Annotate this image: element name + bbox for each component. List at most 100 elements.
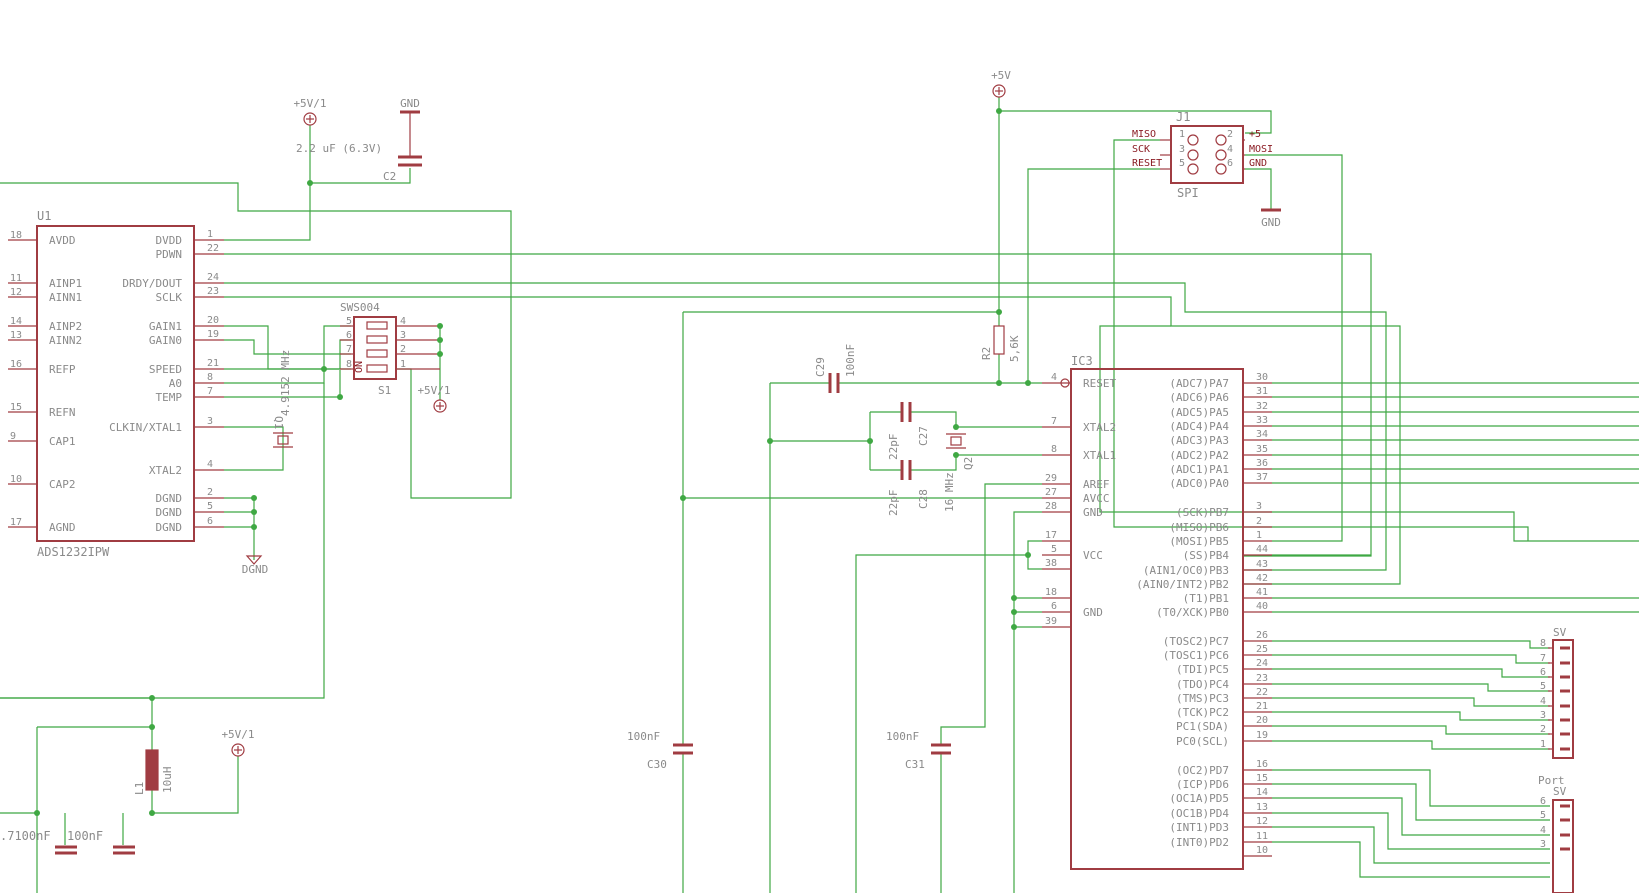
ic3-pin-num-7: 7 xyxy=(1051,416,1057,427)
u1-pin-label-12: AINN1 xyxy=(49,291,82,304)
junction-dot xyxy=(867,438,873,444)
ic3-pin-num-40: 40 xyxy=(1256,601,1268,612)
sv-bottom-pin-num: 3 xyxy=(1540,839,1546,850)
ic3-pin-num-39: 39 xyxy=(1045,616,1057,627)
ic3-pin-num-8: 8 xyxy=(1051,444,1057,455)
u1-pin-label-16: REFP xyxy=(49,363,76,376)
ic3-pin-num-43: 43 xyxy=(1256,559,1268,570)
sv-top-pin-num: 1 xyxy=(1540,739,1546,750)
ic3-pin-num-36: 36 xyxy=(1256,458,1268,469)
junction-dot xyxy=(953,424,959,430)
u1-pin-label-2: DGND xyxy=(156,492,183,505)
u1-pin-label-18: AVDD xyxy=(49,234,76,247)
supply-gnd-top-label: GND xyxy=(400,97,420,110)
supply-p5v-top-symbol xyxy=(992,84,1006,98)
u1-pin-num-18: 18 xyxy=(10,230,22,241)
supply-p5v-top-label: +5V xyxy=(991,69,1011,82)
j1-left-num: 5 xyxy=(1179,158,1185,169)
sv-top-pin-num: 2 xyxy=(1540,724,1546,735)
junctions xyxy=(34,108,1031,816)
ic3-pin-label-36: (ADC1)PA1 xyxy=(1169,463,1229,476)
r2-ref: R2 xyxy=(980,347,993,360)
u1-pin-label-22: PDWN xyxy=(156,248,183,261)
ic3-pin-num-16: 16 xyxy=(1256,759,1268,770)
wire xyxy=(1272,654,1550,664)
wire xyxy=(910,454,1042,471)
wire xyxy=(1272,841,1550,878)
wire xyxy=(1272,740,1550,750)
ic3-pin-num-30: 30 xyxy=(1256,372,1268,383)
s1-switch-3 xyxy=(366,335,388,344)
q2-ref: Q2 xyxy=(962,457,975,470)
wire xyxy=(1272,783,1550,821)
junction-dot xyxy=(437,351,443,357)
j1-left-num: 3 xyxy=(1179,144,1185,155)
j1-left-label: RESET xyxy=(1132,158,1162,169)
ic3-pin-label-35: (ADC2)PA2 xyxy=(1169,449,1229,462)
ic3-pin-label-20: PC1(SDA) xyxy=(1176,720,1229,733)
junction-dot xyxy=(307,180,313,186)
ic3-pin-num-25: 25 xyxy=(1256,644,1268,655)
s1-left-num: 6 xyxy=(346,330,352,341)
ic3-pin-label-37: (ADC0)PA0 xyxy=(1169,477,1229,490)
sv-top-pin-num: 5 xyxy=(1540,681,1546,692)
ic3-pin-label-27: AVCC xyxy=(1083,492,1110,505)
j1-pin xyxy=(1187,134,1199,146)
ic3-pin-label-14: (OC1A)PD5 xyxy=(1169,792,1229,805)
junction-dot xyxy=(251,509,257,515)
ic3-pin-num-12: 12 xyxy=(1256,816,1268,827)
ic3-pin-num-5: 5 xyxy=(1051,544,1057,555)
junction-dot xyxy=(437,337,443,343)
wire-reset xyxy=(1027,168,1160,383)
j1-pin xyxy=(1215,149,1227,161)
ic3-pin-num-21: 21 xyxy=(1256,701,1268,712)
ic3-pin-num-35: 35 xyxy=(1256,444,1268,455)
wire-pdwn xyxy=(224,253,1372,557)
wire xyxy=(855,554,1028,893)
u1-pin-label-3: CLKIN/XTAL1 xyxy=(109,421,182,434)
ic3-pin-num-34: 34 xyxy=(1256,429,1268,440)
u1-pin-num-4: 4 xyxy=(207,459,213,470)
sv-bottom-pin-num: 4 xyxy=(1540,825,1546,836)
ic3-pin-num-11: 11 xyxy=(1256,831,1268,842)
ic3-pin-num-41: 41 xyxy=(1256,587,1268,598)
ic3-pin-label-12: (INT1)PD3 xyxy=(1169,821,1229,834)
j1-left-num: 1 xyxy=(1179,129,1185,140)
j1-right-label: GND xyxy=(1249,158,1267,169)
ic3-pin-label-16: (OC2)PD7 xyxy=(1176,764,1229,777)
u1-pin-num-1: 1 xyxy=(207,229,213,240)
u1-pin-num-6: 6 xyxy=(207,516,213,527)
ic3-pin-label-40: (T0/XCK)PB0 xyxy=(1156,606,1229,619)
u1-pin-label-14: AINP2 xyxy=(49,320,82,333)
junction-dot xyxy=(996,108,1002,114)
sv-top-pin-num: 6 xyxy=(1540,667,1546,678)
u1-pin-num-5: 5 xyxy=(207,501,213,512)
u1-pin-label-21: SPEED xyxy=(149,363,182,376)
j1-pin xyxy=(1215,134,1227,146)
j1-left-label: SCK xyxy=(1132,144,1150,155)
j1-right-num: 2 xyxy=(1227,129,1233,140)
wire xyxy=(1272,812,1550,850)
ic3-pin-label-41: (T1)PB1 xyxy=(1183,592,1229,605)
wire xyxy=(1272,826,1550,864)
s1-right-num: 2 xyxy=(400,344,406,355)
q1-crystal xyxy=(277,435,289,445)
u1-pin-num-7: 7 xyxy=(207,386,213,397)
u1-pin-label-23: SCLK xyxy=(156,291,183,304)
u1-pin-num-13: 13 xyxy=(10,330,22,341)
u1-pin-num-11: 11 xyxy=(10,273,22,284)
ic3-pin-label-19: PC0(SCL) xyxy=(1176,735,1229,748)
u1-pin-label-8: A0 xyxy=(169,377,182,390)
c30-ref: C30 xyxy=(647,758,667,771)
ic3-pin-num-22: 22 xyxy=(1256,687,1268,698)
ic3-pin-label-2: (MISO)PB6 xyxy=(1169,521,1229,534)
c27-value: 22pF xyxy=(887,434,900,461)
wire-miso xyxy=(1113,139,1272,528)
j1-right-num: 4 xyxy=(1227,144,1233,155)
ic3-pin-label-32: (ADC5)PA5 xyxy=(1169,406,1229,419)
u1-pin-num-21: 21 xyxy=(207,358,219,369)
wire xyxy=(1272,769,1550,807)
wire xyxy=(1272,526,1529,541)
u1-pin-num-8: 8 xyxy=(207,372,213,383)
